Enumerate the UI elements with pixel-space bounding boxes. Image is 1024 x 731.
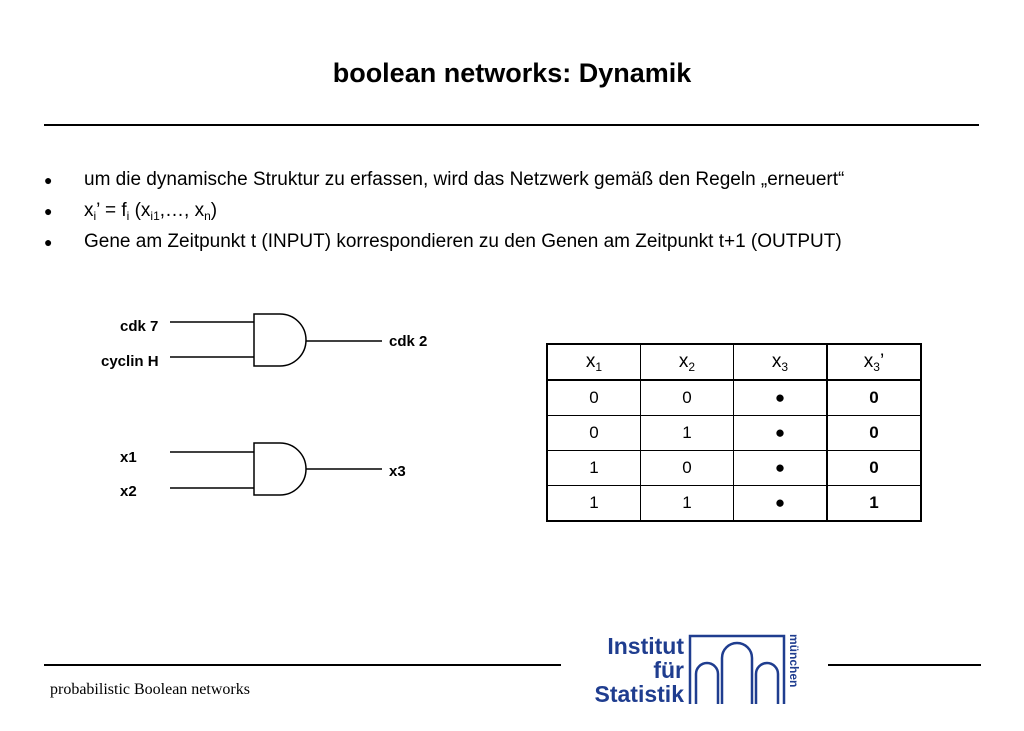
footer-divider-left — [44, 664, 561, 666]
table-cell-output: 0 — [826, 379, 922, 416]
slide-title: boolean networks: Dynamik — [332, 58, 692, 88]
bullet-text: Gene am Zeitpunkt t (INPUT) korrespondie… — [84, 231, 842, 252]
table-row: 1 0 ● 0 — [546, 450, 922, 486]
table-cell: 0 — [546, 379, 641, 416]
gate2-input2-label: x2 — [120, 483, 137, 500]
table-header-row: x1 x2 x3 x3’ — [546, 343, 922, 381]
column-header: x3 — [733, 343, 828, 381]
bullet-item: ● um die dynamische Struktur zu erfassen… — [44, 166, 844, 197]
footer-divider-right — [828, 664, 981, 666]
gate1-input2-label: cyclin H — [101, 353, 159, 370]
table-cell: ● — [733, 485, 828, 522]
logo-line-2: für — [653, 657, 684, 683]
table-cell: 1 — [546, 450, 641, 486]
gate2-output-label: x3 — [389, 463, 406, 480]
title-divider — [44, 124, 979, 126]
table-cell-output: 1 — [826, 485, 922, 522]
table-cell: 0 — [640, 450, 734, 486]
column-header: x2 — [640, 343, 734, 381]
and-gate-2 — [170, 442, 382, 496]
table-cell-output: 0 — [826, 450, 922, 486]
table-cell: ● — [733, 450, 828, 486]
table-cell: ● — [733, 415, 828, 451]
table-cell: 1 — [640, 485, 734, 522]
truth-table: x1 x2 x3 x3’ 0 0 ● 0 0 1 ● 0 1 0 ● 0 1 1… — [546, 343, 922, 522]
table-cell: 1 — [546, 485, 641, 522]
table-row: 1 1 ● 1 — [546, 485, 922, 522]
bullet-item-formula: ● xi’ = fi (xi1,…, xn) — [44, 197, 844, 228]
table-cell: 1 — [640, 415, 734, 451]
bullet-list: ● um die dynamische Struktur zu erfassen… — [44, 166, 844, 259]
gate1-output-label: cdk 2 — [389, 333, 428, 350]
table-cell: 0 — [546, 415, 641, 451]
logo-vertical-text: münchen — [787, 634, 801, 688]
bullet-icon: ● — [44, 234, 53, 250]
column-header: x1 — [546, 343, 641, 381]
column-header-output: x3’ — [826, 343, 922, 381]
table-row: 0 0 ● 0 — [546, 379, 922, 416]
formula: xi’ = fi (xi1,…, xn) — [84, 200, 218, 223]
institut-logo: Institut für Statistik münchen — [594, 630, 808, 708]
table-row: 0 1 ● 0 — [546, 415, 922, 451]
table-cell: ● — [733, 379, 828, 416]
table-cell: 0 — [640, 379, 734, 416]
and-gates-diagram — [170, 313, 382, 496]
footer-text: probabilistic Boolean networks — [50, 681, 250, 698]
bullet-icon: ● — [44, 203, 53, 219]
bullet-icon: ● — [44, 172, 53, 188]
and-gate-1 — [170, 313, 382, 367]
bullet-item: ● Gene am Zeitpunkt t (INPUT) korrespond… — [44, 228, 844, 259]
bullet-text: um die dynamische Struktur zu erfassen, … — [84, 169, 845, 190]
logo-line-3: Statistik — [594, 681, 684, 707]
gate2-input1-label: x1 — [120, 449, 137, 466]
arches-icon — [688, 634, 786, 704]
logo-line-1: Institut — [607, 633, 684, 659]
gate1-input1-label: cdk 7 — [120, 318, 159, 335]
table-cell-output: 0 — [826, 415, 922, 451]
